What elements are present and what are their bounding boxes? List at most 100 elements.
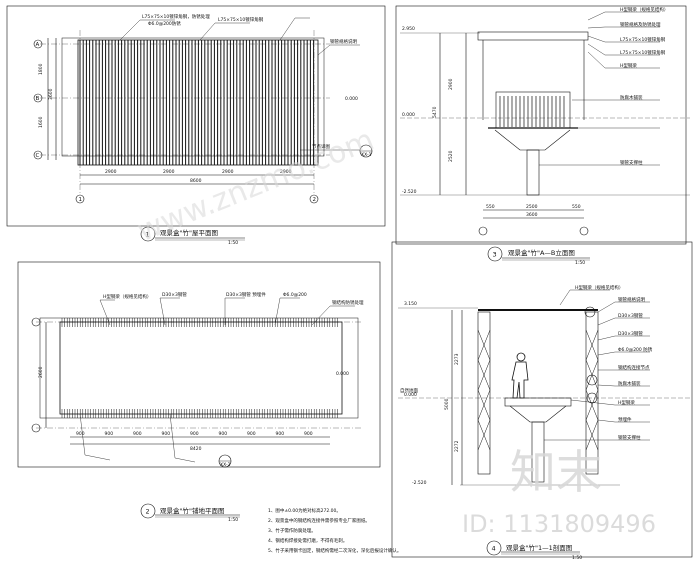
axis-label-a: A (36, 42, 40, 48)
drawing-1-number: 1 (146, 231, 150, 239)
drawing-4-ground-label: 自然地面 (400, 387, 418, 394)
axis-bubble-a (33, 39, 43, 49)
drawing-4-elev-zero: 0.000 (404, 392, 417, 398)
drawing-1-elevation: 0.000 (345, 96, 358, 102)
general-notes: 1、图中±0.00为绝对标高272.00。 2、观景盒中的钢结构连接件需参照专业… (268, 507, 401, 554)
drawing-4-callout-4: D30×3钢管 (618, 330, 643, 337)
drawing-3-number: 3 (493, 251, 497, 259)
section-deck (504, 397, 572, 407)
watermark: www.znzmo.com 知末 ID: 1131809496 (133, 122, 656, 538)
plan-outline (61, 37, 325, 157)
drawing-4-number: 4 (492, 545, 496, 553)
drawing-2-frame (17, 261, 381, 468)
drawing-2-dim-7: 900 (247, 431, 256, 437)
drawing-4-callout-1: H型钢梁（规格见结构） (575, 284, 623, 291)
drawing-3-dim-v3: 2520 (448, 150, 454, 162)
axis-bubble-1 (75, 194, 85, 204)
drawing-4-scale: 1:50 (572, 555, 582, 561)
drawing-3-dim-b1: 550 (486, 204, 495, 210)
drawing-2-callout-1: H型钢梁（规格见结构） (103, 293, 151, 300)
drawing-4-dim-v1: 2273 (454, 353, 460, 365)
watermark-id: ID: 1131809496 (462, 510, 656, 538)
drawing-3-dim-b3: 550 (572, 204, 581, 210)
drawing-4-callout-8: H型钢梁 (618, 399, 635, 406)
section-post-right (585, 311, 599, 475)
drawing-2-dim-2: 900 (105, 431, 114, 437)
drawing-2-callout-5: 钢结构防锈处理 (332, 299, 364, 306)
drawing-3-callout-2: 钢管规格及防锈处理 (620, 21, 661, 28)
drawing-3-elev-low: -2.520 (402, 189, 417, 195)
drawing-3-frame (395, 5, 687, 245)
drawing-4-elev-low: -2.520 (412, 480, 427, 486)
drawing-2-dim-5: 900 (190, 431, 199, 437)
drawing-2-dim-9: 900 (304, 431, 313, 437)
drawing-1-dim-total: 8600 (190, 178, 202, 184)
drawing-4-dim-v2: 5000 (444, 398, 450, 410)
drawing-4-callout-5: Φ6.0@200 防锈 (618, 346, 653, 353)
drawing-2-dim-1: 900 (76, 431, 85, 437)
drawing-2-dim-3: 900 (133, 431, 142, 437)
drawing-3-callout-1: H型钢梁（规格见结构） (620, 6, 668, 13)
drawing-1-detail-tag: XX-1 (361, 152, 372, 158)
drawing-4-callout-2: 钢管规格说明 (618, 296, 645, 303)
drawing-2-elevation: 0.000 (336, 371, 349, 377)
title-bubble-4 (486, 540, 502, 556)
axis-bubble-b (33, 93, 43, 103)
drawing-3-elev-top: 2.950 (402, 26, 415, 32)
drawing-1-dim-left-total: 3600 (48, 88, 54, 100)
deck-inner (59, 321, 343, 415)
drawing-3-callout-5: H型钢梁 (620, 62, 637, 69)
drawing-3-dim-b2: 2500 (526, 204, 538, 210)
drawing-1-text: 1 观景盒"竹"屋平面图 1:50 2900 2900 2900 2900 86… (36, 13, 372, 246)
drawing-4-callout-7: 防腐木铺装 (618, 380, 641, 387)
roof-outline (77, 39, 319, 166)
drawing-2-labels: 2 观景盒"竹"铺地平面图 1:50 8420 2600 0.000 H型钢梁（… (38, 291, 364, 523)
deck-outer (39, 317, 359, 419)
drawing-3-dim-v1: 2900 (448, 78, 454, 90)
axis-label-b: B (36, 96, 40, 102)
drawing-1-frame (6, 5, 386, 227)
drawing-1-dim-4: 2900 (280, 169, 292, 175)
drawing-3-callout-6: 防腐木铺装 (620, 94, 643, 101)
balcony-box (495, 91, 571, 129)
drawing-3-dim-v2: 5470 (432, 106, 438, 118)
drawing-2-title: 观景盒"竹"铺地平面图 (160, 506, 224, 515)
drawing-4-callout-3: D30×3钢管 (618, 312, 643, 319)
drawing-3-callout-7: 钢管支撑柱 (620, 159, 643, 166)
person-silhouette (511, 352, 529, 399)
drawing-3-elev-zero: 0.000 (402, 112, 415, 118)
section-column (531, 421, 545, 483)
drawing-2-number: 2 (146, 508, 150, 516)
leader-1 (119, 19, 175, 41)
drawing-1-scale: 1:50 (228, 240, 238, 246)
drawing-3-callout-3: L75×75×10镀锌角钢 (620, 36, 666, 43)
title-bubble-3 (487, 246, 503, 262)
drawing-3-dim-total: 3600 (526, 212, 538, 218)
support-column (526, 149, 540, 196)
drawing-4-elev-top: 3.150 (404, 301, 417, 307)
roof-battens (79, 40, 315, 165)
drawing-4-callout-9: 预埋件 (618, 416, 632, 423)
balcony-rails (499, 96, 565, 127)
axis-label-c: C (36, 153, 40, 159)
drawing-3-scale: 1:50 (575, 260, 585, 266)
deck-rail-top (61, 318, 338, 327)
drawing-3-elevation (395, 5, 690, 262)
axis-bubble-2 (309, 194, 319, 204)
drawing-1-dim-left-2: 1600 (38, 116, 44, 128)
note-5: 5、竹子采用钢卡固定，钢结构需经二次深化，深化后报设计确认。 (268, 547, 401, 554)
drawing-4-callout-10: 钢管支撑柱 (618, 434, 641, 441)
title-bubble-2 (140, 503, 156, 519)
leader-2 (199, 22, 250, 41)
drawing-1-callout-2: Φ6.0@200防锈 (148, 20, 181, 27)
axis-label-1: 1 (79, 197, 83, 203)
drawing-1-dim-3: 2900 (222, 169, 234, 175)
note-1: 1、图中±0.00为绝对标高272.00。 (268, 507, 341, 514)
drawing-2-callout-4: Φ6.0@200 (283, 292, 307, 298)
drawing-4-callout-6: 钢结构连接节点 (618, 364, 650, 371)
bracket (494, 129, 571, 151)
leader-4 (317, 44, 360, 56)
drawing-2-callout-3: D30×3钢管 预埋件 (226, 291, 266, 298)
drawing-1-callout-4: 钢管规格说明 (330, 38, 357, 45)
